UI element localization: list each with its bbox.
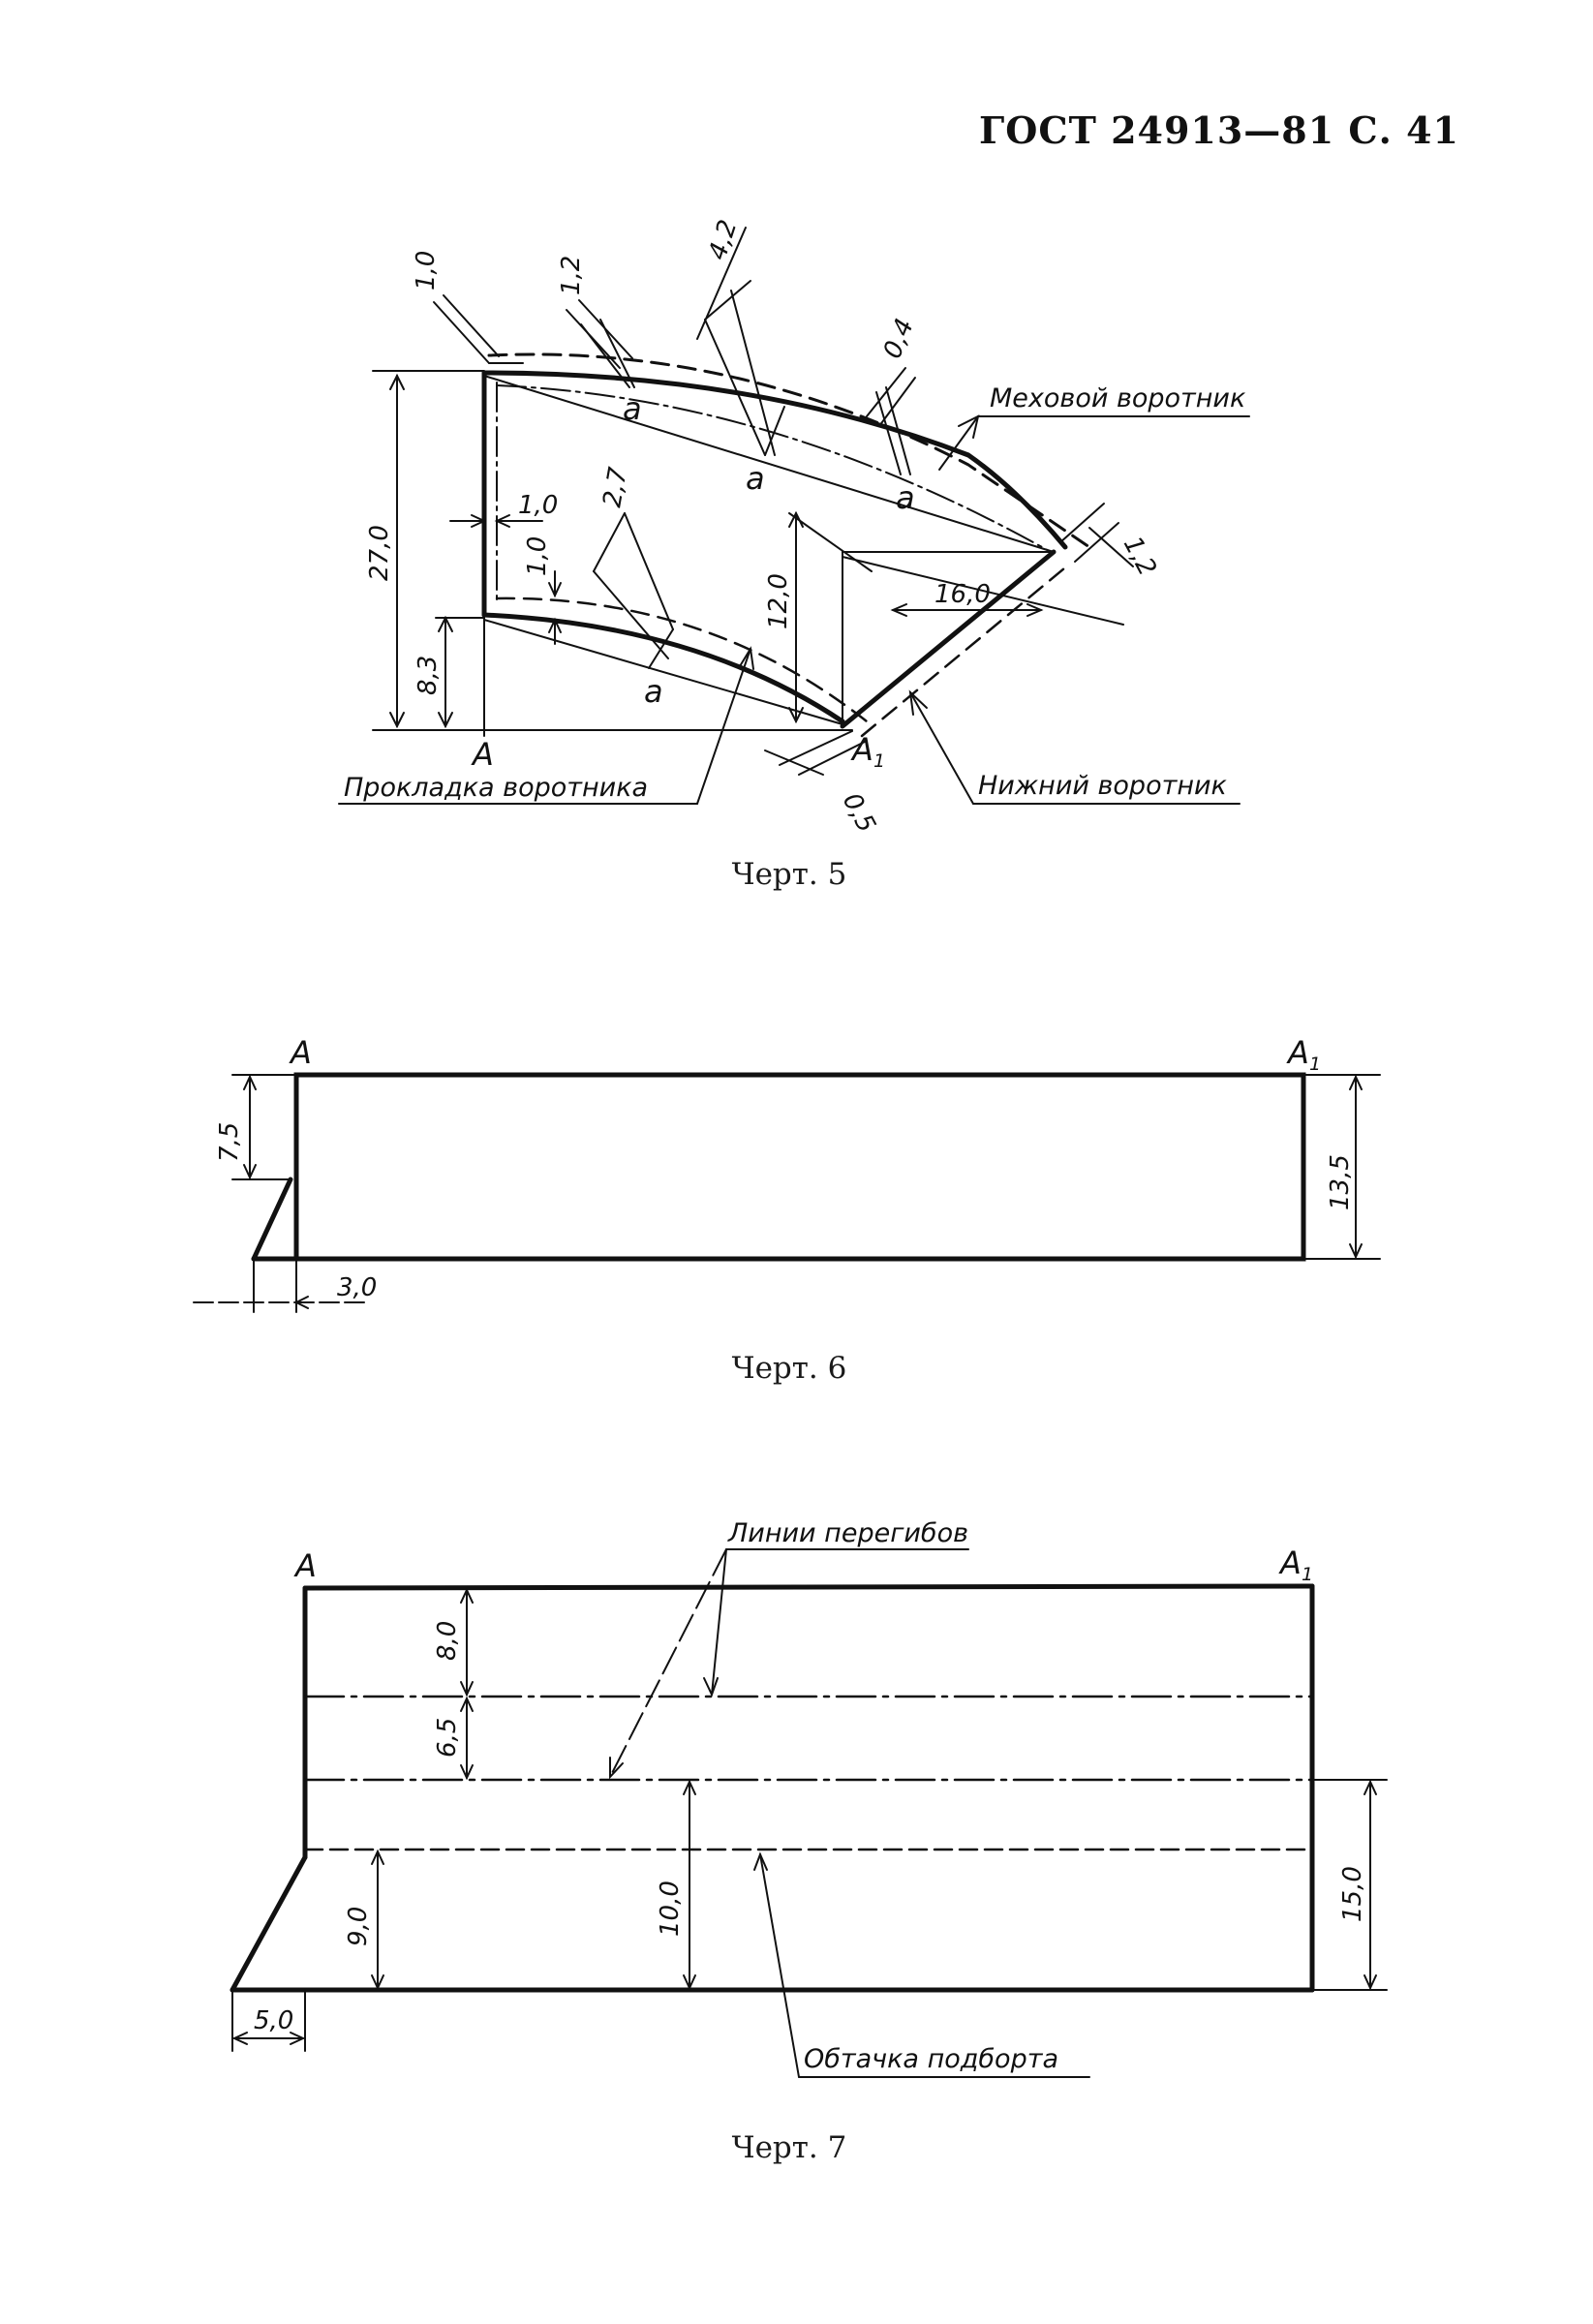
fig7-dim-8-0: 8,0 bbox=[433, 1621, 462, 1661]
fig5-lower-collar-edge bbox=[840, 549, 1057, 729]
fig6-dim-13-5: 13,5 bbox=[1326, 1154, 1355, 1210]
fig7-dim-5-0: 5,0 bbox=[254, 2006, 293, 2035]
fig5-dim-1-0-top: 1,0 bbox=[412, 251, 441, 290]
fig5-dim-8-3: 8,3 bbox=[414, 656, 443, 695]
fig7-label-facing-trim: Обтачка подборта bbox=[804, 2044, 1058, 2074]
fig6-rectangle bbox=[293, 1072, 1306, 1262]
fig7-dim-9-0: 9,0 bbox=[344, 1907, 373, 1946]
fig7-dim-6-5: 6,5 bbox=[433, 1718, 462, 1758]
fig5-interlining-leader bbox=[696, 648, 751, 805]
fig5-dim-1-2-top: 1,2 bbox=[557, 256, 586, 295]
fig7-slant-edge bbox=[230, 1854, 308, 1993]
fig5-label-lower-collar: Нижний воротник bbox=[978, 771, 1228, 801]
fig5-label-fur-collar: Меховой воротник bbox=[990, 383, 1246, 413]
figure-7-caption: Черт. 7 bbox=[731, 2130, 847, 2165]
fig7-dim-10-0: 10,0 bbox=[656, 1881, 685, 1937]
fig5-point-a-4: a bbox=[644, 673, 663, 710]
fig6-dim-7-5: 7,5 bbox=[215, 1122, 244, 1162]
fig5-dim-12-0: 12,0 bbox=[764, 573, 793, 629]
fig7-point-A1: A bbox=[1278, 1544, 1302, 1581]
fig5-dim-0-4-leader bbox=[866, 367, 906, 417]
fig6-point-A1-subscript: 1 bbox=[1309, 1054, 1321, 1075]
fig6-slant-edge bbox=[251, 1177, 293, 1262]
fig5-fur-collar-outline bbox=[487, 352, 1091, 549]
fig7-trim-leader bbox=[759, 1853, 800, 2078]
fig5-dim-27-0: 27,0 bbox=[365, 525, 394, 581]
fig6-point-A: A bbox=[289, 1034, 312, 1071]
fig5-upper-contour bbox=[481, 370, 1068, 550]
fig5-point-a-3: a bbox=[896, 479, 915, 516]
fig5-dim-1-0-leader bbox=[433, 301, 490, 364]
fig5-dim-0-5: 0,5 bbox=[837, 788, 881, 838]
figure-5-caption: Черт. 5 bbox=[731, 857, 847, 892]
fig7-label-fold-lines: Линии перегибов bbox=[727, 1518, 968, 1548]
fig5-dim-4-2-leader bbox=[704, 280, 751, 321]
fig5-point-A: A bbox=[471, 736, 494, 773]
fig7-point-A1-subscript: 1 bbox=[1302, 1564, 1313, 1585]
fig7-top-edge bbox=[302, 1583, 1315, 1591]
fig5-dim-1-2-right: 1,2 bbox=[1118, 532, 1162, 581]
fig5-dim-4-2: 4,2 bbox=[703, 217, 743, 264]
fig5-dim-2-7-leader bbox=[593, 512, 626, 572]
page-header: ГОСТ 24913—81 С. 41 bbox=[979, 108, 1459, 152]
fig5-dim-2-7: 2,7 bbox=[597, 465, 633, 509]
fig5-dim-1-0-lower: 1,0 bbox=[523, 536, 552, 576]
fig5-dim-1-0-left: 1,0 bbox=[518, 491, 558, 520]
fig7-dim-15-0: 15,0 bbox=[1338, 1866, 1367, 1922]
fig5-dim-16-line bbox=[842, 556, 1124, 626]
fig5-point-A1-subscript: 1 bbox=[873, 750, 885, 772]
fig5-point-a-2: a bbox=[746, 460, 765, 497]
fig6-dim-3-0: 3,0 bbox=[337, 1273, 377, 1302]
fig5-label-interlining: Прокладка воротника bbox=[344, 773, 648, 803]
fig5-point-a-1: a bbox=[623, 390, 642, 427]
fig5-chord-line bbox=[483, 375, 1055, 553]
fig7-point-A: A bbox=[293, 1547, 317, 1584]
fig5-lower-collar-leader bbox=[909, 691, 974, 805]
fig5-dim-0-4: 0,4 bbox=[878, 315, 920, 363]
fig5-fur-collar-leader bbox=[938, 415, 979, 471]
fig5-lower-contour bbox=[481, 612, 845, 724]
fig5-dim-16-0: 16,0 bbox=[934, 580, 991, 609]
fig5-point-A1: A bbox=[850, 731, 873, 768]
fig6-point-A1: A bbox=[1286, 1034, 1309, 1071]
figure-6-caption: Черт. 6 bbox=[731, 1351, 847, 1386]
